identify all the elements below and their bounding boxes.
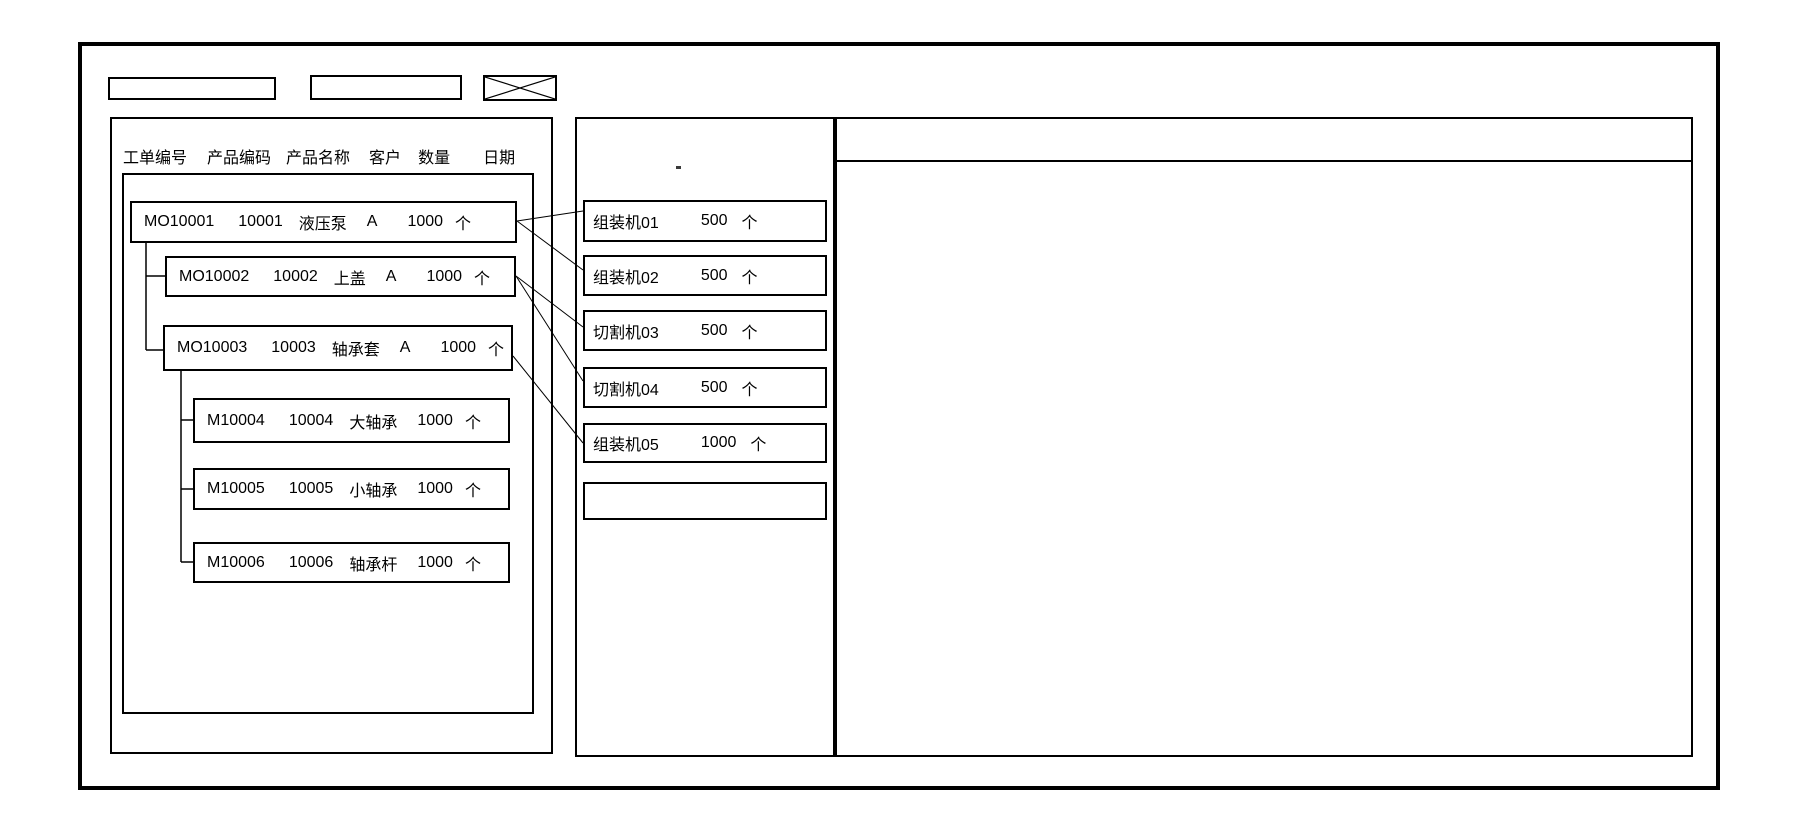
quantity: 1000 <box>426 267 463 285</box>
product-name: 轴承套 <box>331 342 380 359</box>
detail-panel <box>835 117 1693 757</box>
quantity: 1000 <box>407 213 444 230</box>
machine-quantity: 500 <box>700 212 728 229</box>
machine-name: 组装机02 <box>593 269 659 287</box>
order-id: M10004 <box>207 411 265 429</box>
quantity: 1000 <box>440 339 477 356</box>
work-order-row-MO10002[interactable]: MO10002 10002 上盖 A 1000 个 <box>165 256 516 297</box>
machine-unit: 个 <box>741 269 758 287</box>
product-code: 10001 <box>238 213 283 230</box>
order-id: M10005 <box>207 480 265 497</box>
quantity: 1000 <box>417 411 453 429</box>
stray-dot-mark <box>676 166 681 169</box>
unit: 个 <box>488 342 505 359</box>
product-name: 液压泵 <box>298 216 347 233</box>
machine-name: 组装机01 <box>593 215 659 232</box>
product-name: 大轴承 <box>349 414 398 432</box>
unit: 个 <box>464 556 481 574</box>
work-order-row-MO10001[interactable]: MO10001 10001 液压泵 A 1000 个 <box>130 201 517 243</box>
product-name: 上盖 <box>333 270 366 288</box>
column-order-id: 工单编号 <box>123 150 188 167</box>
quantity: 1000 <box>417 480 453 497</box>
machine-box-01[interactable]: 组装机01 500 个 <box>583 200 827 242</box>
column-date: 日期 <box>483 150 516 167</box>
work-order-row-M10006[interactable]: M10006 10006 轴承杆 1000 个 <box>193 542 510 583</box>
unit: 个 <box>464 414 481 432</box>
unit: 个 <box>464 483 481 500</box>
column-customer: 客户 <box>369 150 402 167</box>
customer: A <box>399 339 411 356</box>
detail-panel-header-separator <box>837 160 1691 162</box>
quantity: 1000 <box>417 553 453 571</box>
product-name: 小轴承 <box>349 483 398 500</box>
work-order-row-M10005[interactable]: M10005 10005 小轴承 1000 个 <box>193 468 510 510</box>
product-code: 10002 <box>273 267 318 285</box>
column-quantity: 数量 <box>418 150 451 167</box>
machine-box-05[interactable]: 组装机05 1000 个 <box>583 423 827 463</box>
unit: 个 <box>455 216 472 233</box>
x-placeholder-button[interactable] <box>483 75 557 101</box>
machine-name: 组装机05 <box>593 437 659 454</box>
column-product-name: 产品名称 <box>286 150 351 167</box>
product-code: 10003 <box>271 339 316 356</box>
toolbar-field-2[interactable] <box>310 75 462 100</box>
work-order-column-header: 工单编号 产品编码 产品名称 客户 数量 日期 <box>123 146 516 167</box>
customer: A <box>385 267 397 285</box>
machine-name: 切割机04 <box>593 381 659 399</box>
product-code: 10006 <box>288 553 334 571</box>
machine-name: 切割机03 <box>593 324 659 342</box>
work-order-row-MO10003[interactable]: MO10003 10003 轴承套 A 1000 个 <box>163 325 513 371</box>
machine-unit: 个 <box>741 381 758 399</box>
order-id: MO10002 <box>179 267 250 285</box>
column-product-code: 产品编码 <box>207 150 272 167</box>
unit: 个 <box>474 270 491 288</box>
toolbar-field-1[interactable] <box>108 77 276 100</box>
order-id: M10006 <box>207 553 265 571</box>
machine-box-03[interactable]: 切割机03 500 个 <box>583 310 827 351</box>
customer: A <box>366 213 378 230</box>
machine-quantity: 1000 <box>700 434 737 451</box>
machine-unit: 个 <box>741 215 758 232</box>
machine-unit: 个 <box>750 437 767 454</box>
order-id: MO10003 <box>177 339 248 356</box>
machine-box-04[interactable]: 切割机04 500 个 <box>583 367 827 408</box>
machine-quantity: 500 <box>700 266 728 284</box>
machine-unit: 个 <box>741 324 758 342</box>
x-icon <box>485 77 555 99</box>
work-order-tree-container <box>122 173 534 714</box>
machine-box-02[interactable]: 组装机02 500 个 <box>583 255 827 296</box>
product-code: 10005 <box>288 480 334 497</box>
order-id: MO10001 <box>144 213 215 230</box>
product-code: 10004 <box>288 411 334 429</box>
product-name: 轴承杆 <box>349 556 398 574</box>
machine-quantity: 500 <box>700 321 728 339</box>
work-order-row-M10004[interactable]: M10004 10004 大轴承 1000 个 <box>193 398 510 443</box>
machine-box-empty[interactable] <box>583 482 827 520</box>
machine-quantity: 500 <box>700 378 728 396</box>
